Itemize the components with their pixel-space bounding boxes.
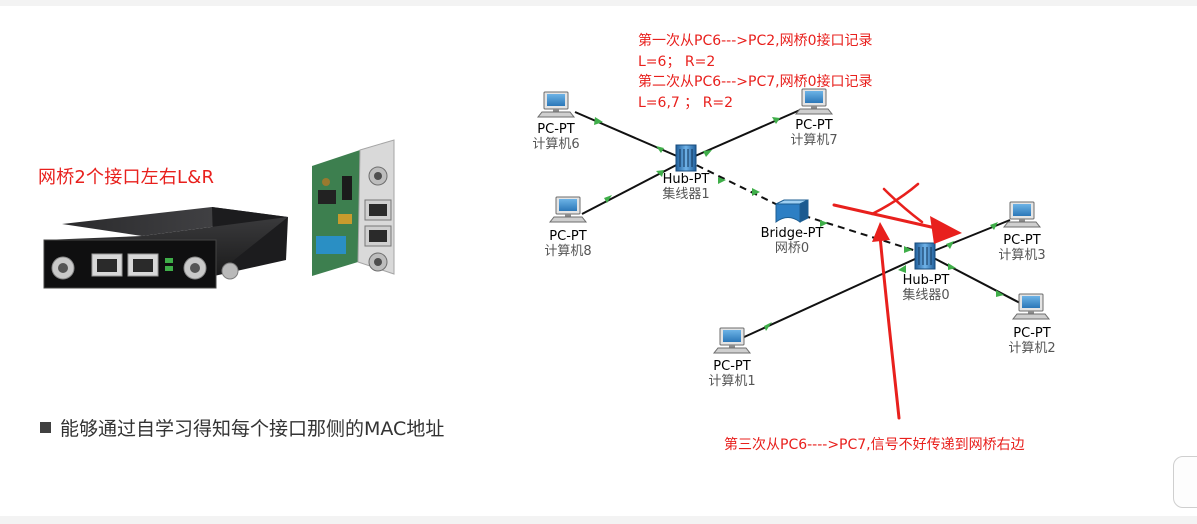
bridge-device-photo [43,207,288,289]
slide-title: 网桥2个接口左右L&R [38,167,215,188]
pc1-name: 计算机1 [708,374,756,389]
bridge0-name: 网桥0 [774,241,810,256]
link-pc7-hub1 [685,109,801,161]
pc2-name: 计算机2 [1008,341,1056,356]
hub1-type: Hub-PT [662,172,710,187]
bridge0-icon[interactable] [775,199,809,223]
bottom-border [0,516,1197,524]
pc3-name: 计算机3 [998,248,1046,263]
bridge0-type: Bridge-PT [760,226,824,241]
pc2-icon[interactable] [1011,293,1051,320]
pc3-type: PC-PT [1003,233,1041,248]
link-pc6-hub1 [574,111,687,161]
pc2-type: PC-PT [1013,326,1051,341]
link-pc8-hub1 [581,159,687,215]
bullet-point: 能够通过自学习得知每个接口那侧的MAC地址 [40,414,444,441]
red-annotation-marks [832,182,962,420]
pc3-icon[interactable] [1002,201,1042,228]
scroll-handle[interactable] [1173,456,1197,508]
pc7-icon[interactable] [794,88,834,115]
link-hub0-pc2 [925,253,1021,304]
pc2-label: PC-PT 计算机2 [1008,326,1055,356]
pc8-name: 计算机8 [544,244,592,259]
annotation-bottom: 第三次从PC6---->PC7,信号不好传递到网桥右边 [724,437,1025,453]
hub0-type: Hub-PT [902,273,950,288]
pc6-icon[interactable] [536,91,576,118]
pc7-label: PC-PT 计算机7 [790,118,837,148]
hub1-name: 集线器1 [662,187,710,202]
pc1-type: PC-PT [713,359,751,374]
bullet-square-icon [40,422,51,433]
pc6-name: 计算机6 [532,137,580,152]
annotation-line-1: 第一次从PC6--->PC2,网桥0接口记录 [638,33,873,49]
pc7-name: 计算机7 [790,133,838,148]
pc8-label: PC-PT 计算机8 [544,229,591,259]
pc1-label: PC-PT 计算机1 [708,359,755,389]
pc6-type: PC-PT [537,122,575,137]
pc8-icon[interactable] [548,196,588,223]
hub1-label: Hub-PT 集线器1 [662,172,709,202]
bridge0-label: Bridge-PT 网桥0 [761,226,824,256]
network-links [574,109,1021,339]
link-hub1-bridge0 [685,159,793,213]
annotation-top: 第一次从PC6--->PC2,网桥0接口记录 L=6； R=2 第二次从PC6-… [638,31,873,113]
hub1-icon[interactable] [675,144,697,172]
pc3-label: PC-PT 计算机3 [998,233,1045,263]
annotation-line-3: 第二次从PC6--->PC7,网桥0接口记录 [638,74,873,90]
bridge-card-photo [312,139,395,276]
annotation-line-2: L=6； R=2 [638,53,716,70]
pc8-type: PC-PT [549,229,587,244]
pc7-type: PC-PT [795,118,833,133]
pc6-label: PC-PT 计算机6 [532,122,579,152]
hub0-icon[interactable] [914,242,936,270]
top-border [0,0,1197,6]
annotation-line-4: L=6,7 ； R=2 [638,94,734,111]
link-status-indicators [594,117,1004,331]
pc1-icon[interactable] [712,327,752,354]
bullet-text: 能够通过自学习得知每个接口那侧的MAC地址 [60,418,445,440]
hub0-label: Hub-PT 集线器0 [902,273,949,303]
link-hub0-pc1 [741,253,927,339]
hub0-name: 集线器0 [902,288,950,303]
